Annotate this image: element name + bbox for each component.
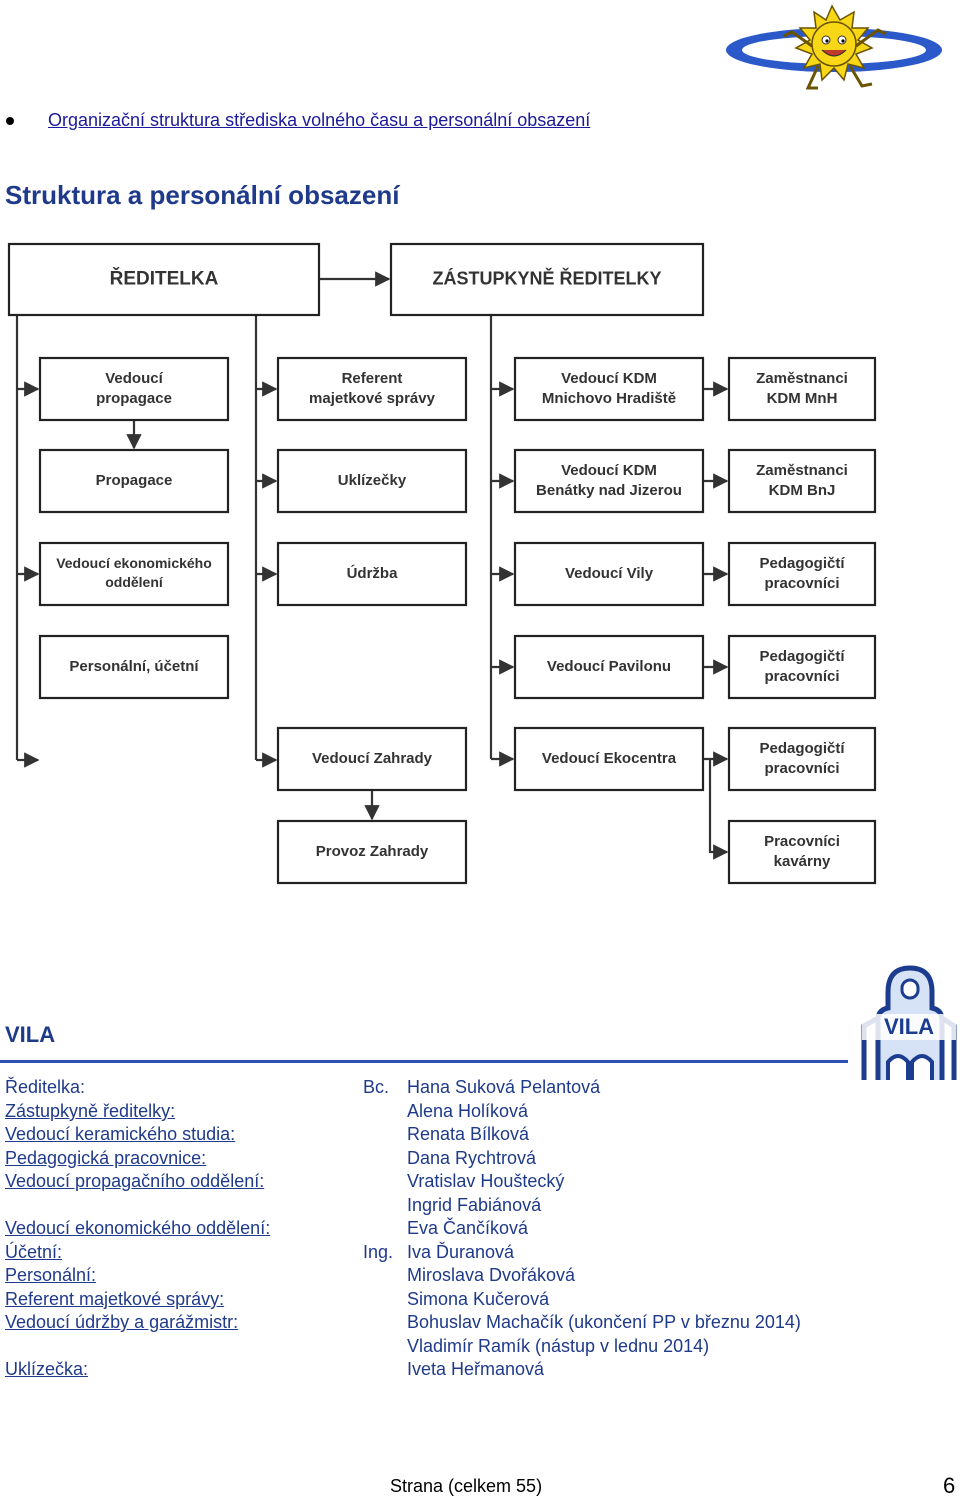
staff-name: Dana Rychtrová — [407, 1148, 537, 1168]
org-node-label: majetkové správy — [309, 390, 436, 407]
staff-name: Simona Kučerová — [407, 1289, 550, 1309]
org-node-label: Pedagogičtí — [759, 740, 845, 757]
org-node-label: Zaměstnanci — [756, 370, 848, 387]
org-node-ved-kdm-mnh: Vedoucí KDM Mnichovo Hradiště — [513, 356, 705, 422]
org-node-label: KDM BnJ — [769, 482, 836, 499]
staff-name: Renata Bílková — [407, 1124, 530, 1144]
page-number: 6 — [943, 1473, 956, 1498]
org-node-kavarna: Pracovníci kavárny — [727, 819, 877, 885]
org-node-udrzba: Údržba — [276, 541, 468, 607]
staff-role: Vedoucí ekonomického oddělení: — [5, 1218, 271, 1238]
staff-name: Alena Holíková — [407, 1101, 529, 1121]
staff-name: Iveta Heřmanová — [407, 1359, 545, 1379]
org-node-uklizecky: Uklízečky — [276, 448, 468, 514]
toc-link[interactable]: Organizační struktura střediska volného … — [48, 110, 591, 130]
staff-name: Vladimír Ramík (nástup v lednu 2014) — [407, 1336, 710, 1356]
org-node-label: pracovníci — [764, 668, 839, 685]
staff-role: Uklízečka: — [5, 1359, 89, 1379]
org-node-label: Vedoucí KDM — [561, 462, 657, 479]
org-node-ved-vily: Vedoucí Vily — [513, 541, 705, 607]
org-node-propagace: Propagace — [38, 448, 230, 514]
org-node-label: Pedagogičtí — [759, 555, 845, 572]
org-node-label: Pedagogičtí — [759, 648, 845, 665]
edge-to-kavarna — [708, 759, 729, 860]
org-node-label: Vedoucí Pavilonu — [547, 658, 671, 675]
org-node-label: Vedoucí — [105, 370, 163, 387]
sun-mascot-logo — [726, 4, 942, 90]
org-node-label: Uklízečky — [338, 472, 407, 489]
vila-section-title: VILA — [5, 1022, 56, 1047]
org-node-label: Vedoucí Zahrady — [312, 750, 433, 767]
org-node-label: Vedoucí ekonomického — [56, 555, 212, 571]
org-node-ped-ekocentrum: Pedagogičtí pracovníci — [727, 726, 877, 792]
org-node-label: Zaměstnanci — [756, 462, 848, 479]
org-node-label: Referent — [342, 370, 403, 387]
staff-role: Personální: — [5, 1265, 97, 1285]
staff-role: Vedoucí údržby a garážmistr: — [5, 1312, 239, 1332]
staff-name: Vratislav Houštecký — [407, 1171, 565, 1191]
section-divider — [0, 1060, 848, 1063]
org-node-personalni: Personální, účetní — [38, 634, 230, 700]
org-node-label: Personální, účetní — [69, 658, 199, 675]
staff-role: Ředitelka: — [5, 1077, 86, 1097]
staff-name: Eva Čančíková — [407, 1218, 529, 1238]
staff-role: Účetní: — [5, 1242, 63, 1262]
staff-name: Bohuslav Machačík (ukončení PP v březnu … — [407, 1312, 801, 1332]
org-node-ped-vila: Pedagogičtí pracovníci — [727, 541, 877, 607]
org-node-label: kavárny — [774, 853, 831, 870]
org-node-label: pracovníci — [764, 575, 839, 592]
staff-role: Vedoucí propagačního oddělení: — [5, 1171, 265, 1191]
staff-role: Vedoucí keramického studia: — [5, 1124, 236, 1144]
org-node-label: Vedoucí KDM — [561, 370, 657, 387]
staff-role: Pedagogická pracovnice: — [5, 1148, 207, 1168]
org-node-ved-zahrady: Vedoucí Zahrady — [276, 726, 468, 792]
page-label: Strana (celkem 55) — [390, 1476, 543, 1496]
org-node-label: Propagace — [96, 472, 173, 489]
org-node-label: ŘEDITELKA — [110, 268, 219, 290]
org-node-ved-pavilonu: Vedoucí Pavilonu — [513, 634, 705, 700]
org-node-ved-ekonom: Vedoucí ekonomického oddělení — [38, 541, 230, 607]
org-node-label: Údržba — [347, 564, 398, 582]
staff-role: Zástupkyně ředitelky: — [5, 1101, 176, 1121]
org-node-provoz-zahrady: Provoz Zahrady — [276, 819, 468, 885]
staff-role: Referent majetkové správy: — [5, 1289, 225, 1309]
org-node-label: ZÁSTUPKYNĚ ŘEDITELKY — [432, 267, 661, 288]
org-node-label: Vedoucí Vily — [565, 565, 654, 582]
org-node-ved-kdm-bnj: Vedoucí KDM Benátky nad Jizerou — [513, 448, 705, 514]
section-heading: Struktura a personální obsazení — [5, 180, 400, 210]
org-node-reditelka: ŘEDITELKA — [7, 242, 321, 317]
staff-name: Iva Ďuranová — [407, 1242, 515, 1262]
org-node-zastupkyne: ZÁSTUPKYNĚ ŘEDITELKY — [389, 242, 705, 317]
staff-name: Miroslava Dvořáková — [407, 1265, 576, 1285]
org-node-ved-ekocentra: Vedoucí Ekocentra — [513, 726, 705, 792]
staff-title-prefix: Ing. — [363, 1242, 394, 1262]
org-node-ved-propagace: Vedoucí propagace — [38, 356, 230, 422]
org-node-label: KDM MnH — [767, 390, 838, 407]
org-node-label: pracovníci — [764, 760, 839, 777]
svg-text:VILA: VILA — [884, 1014, 934, 1039]
staff-title-prefix: Bc. — [363, 1077, 390, 1097]
org-node-label: Vedoucí Ekocentra — [542, 750, 677, 767]
org-chart: ŘEDITELKA ZÁSTUPKYNĚ ŘEDITELKY Vedoucí prop… — [7, 242, 877, 885]
org-node-label: propagace — [96, 390, 172, 407]
org-node-ped-pavilon: Pedagogičtí pracovníci — [727, 634, 877, 700]
staff-name: Hana Suková Pelantová — [407, 1077, 601, 1097]
org-node-referent: Referent majetkové správy — [276, 356, 468, 422]
org-node-label: Provoz Zahrady — [316, 843, 429, 860]
org-node-label: Pracovníci — [764, 833, 840, 850]
org-node-label: oddělení — [105, 574, 164, 590]
org-node-label: Benátky nad Jizerou — [536, 482, 682, 499]
bullet-icon — [6, 117, 14, 125]
org-node-label: Mnichovo Hradiště — [542, 390, 676, 407]
vila-building-logo: VILA — [861, 965, 957, 1080]
staff-name: Ingrid Fabiánová — [407, 1195, 542, 1215]
